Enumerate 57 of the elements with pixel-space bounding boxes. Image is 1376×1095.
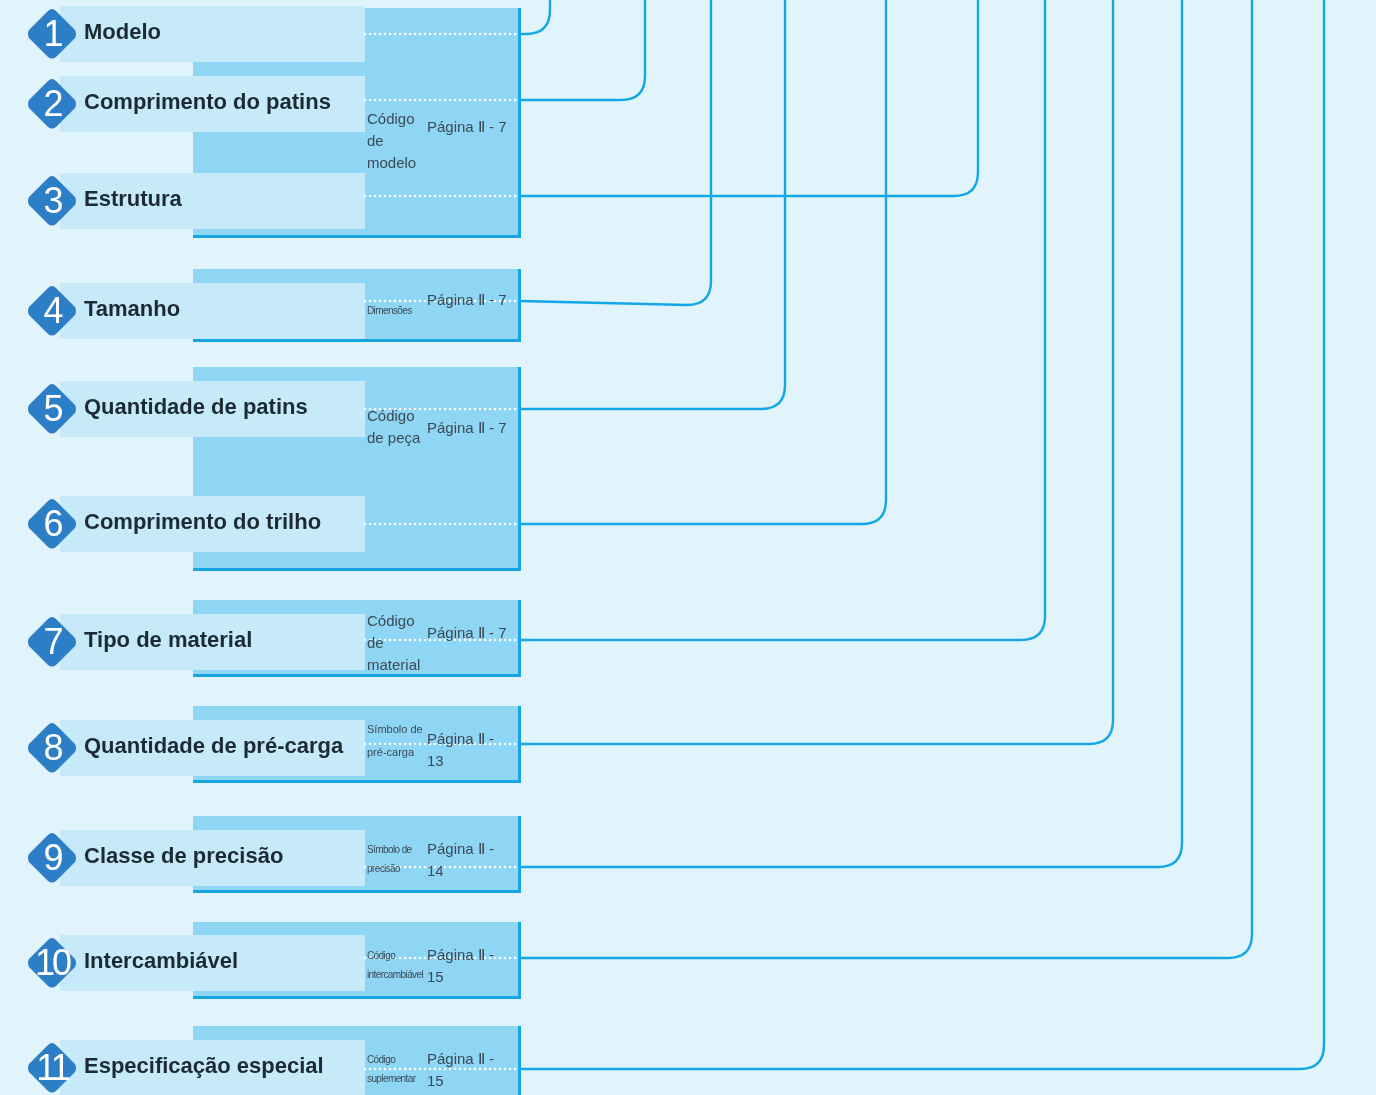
connector-line [363, 0, 1047, 642]
number-badge: 11 [26, 1042, 78, 1094]
number-badge: 4 [26, 285, 78, 337]
code-label: Código suplementar [367, 1053, 417, 1086]
connector-line [363, 0, 1326, 1071]
item-label: Especificação especial [84, 1053, 324, 1079]
code-label: Código de modelo [367, 109, 418, 173]
number-badge: 7 [26, 616, 78, 668]
page-reference: Página Ⅱ - 7 [427, 117, 508, 137]
group-panel [365, 1026, 521, 1095]
connector-line [363, 0, 1254, 960]
group-panel [365, 600, 521, 677]
connector-line [363, 0, 552, 36]
number-badge: 10 [26, 937, 78, 989]
number-badge: 5 [26, 383, 78, 435]
code-label: Código de material [367, 611, 422, 675]
item-label: Comprimento do trilho [84, 509, 322, 535]
number-badge: 9 [26, 832, 78, 884]
group-panel [365, 816, 521, 893]
connector-line [363, 0, 888, 526]
item-label: Intercambiável [84, 948, 239, 974]
group-panel [365, 922, 521, 999]
page-reference: Página Ⅱ - 15 [427, 1049, 496, 1091]
number-badge: 6 [26, 498, 78, 550]
code-label: Código intercambiável [367, 949, 425, 982]
group-panel [365, 706, 521, 783]
connector-line [363, 0, 647, 102]
page-reference: Página Ⅱ - 13 [427, 729, 496, 771]
number-badge: 1 [26, 8, 78, 60]
item-label: Quantidade de patins [84, 394, 308, 420]
connector-line [363, 0, 713, 307]
item-label: Tamanho [84, 296, 181, 322]
code-label: Símbolo de precisão [367, 843, 413, 876]
page-reference: Página Ⅱ - 14 [427, 839, 496, 881]
connector-line [363, 0, 1115, 746]
group-panel [365, 269, 521, 342]
code-label: Código de peça [367, 406, 422, 448]
group-panel [365, 8, 521, 238]
item-label: Classe de precisão [84, 843, 284, 869]
item-label: Comprimento do patins [84, 89, 331, 115]
page-reference: Página Ⅱ - 7 [427, 290, 508, 310]
item-label: Tipo de material [84, 627, 253, 653]
page-reference: Página Ⅱ - 7 [427, 623, 508, 643]
page-reference: Página Ⅱ - 15 [427, 945, 496, 987]
number-badge: 8 [26, 722, 78, 774]
code-label: Dimensões [367, 304, 413, 318]
item-label: Estrutura [84, 186, 182, 212]
group-panel [365, 367, 521, 571]
page-reference: Página Ⅱ - 7 [427, 418, 508, 438]
number-badge: 2 [26, 78, 78, 130]
number-badge: 3 [26, 175, 78, 227]
connector-line [363, 0, 787, 411]
code-label: Símbolo de pré-carga [367, 722, 424, 761]
item-label: Modelo [84, 19, 161, 45]
connector-line [363, 0, 1184, 869]
connector-line [363, 0, 980, 198]
item-label: Quantidade de pré-carga [84, 733, 344, 759]
